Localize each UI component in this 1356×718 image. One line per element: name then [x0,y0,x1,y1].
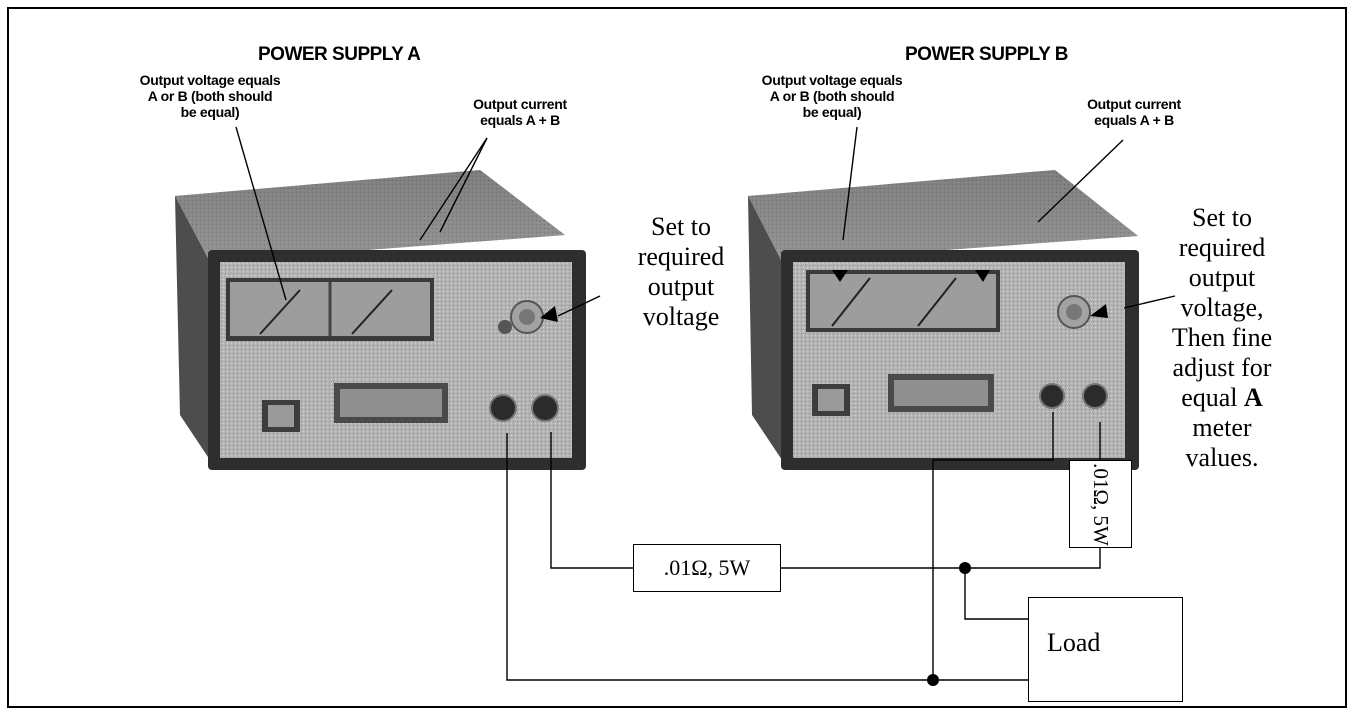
supply-b-voltage-note: Output voltage equals A or B (both shoul… [761,72,903,120]
junction-dot-negative [927,674,939,686]
power-supply-a-unit [175,170,586,470]
junction-dot-positive [959,562,971,574]
power-supply-b-title: POWER SUPPLY B [905,44,1069,65]
resistor-b: .01Ω, 5W [1069,460,1132,548]
supply-a-voltage-note: Output voltage equals A or B (both shoul… [139,72,281,120]
supply-a-adjust-note: Set to required output voltage [637,212,725,331]
wiring [506,412,1101,681]
power-supply-a-title: POWER SUPPLY A [258,44,421,65]
supply-b-adjust-note-bold: A [1244,383,1263,412]
load-box: Load [1028,597,1183,702]
resistor-a-label: .01Ω, 5W [663,555,751,580]
leader-lines [235,126,1176,317]
resistor-b-label: .01Ω, 5W [1089,462,1113,546]
supply-b-adjust-note-main: Set to required output voltage, Then fin… [1171,203,1273,412]
supply-b-adjust-note: Set to required output voltage, Then fin… [1162,203,1282,473]
resistor-a: .01Ω, 5W [633,544,781,592]
supply-b-adjust-note-tail: meter values. [1185,413,1259,472]
power-supply-b-unit [748,170,1139,470]
supply-b-current-note: Output current equals A + B [1087,96,1181,128]
load-label: Load [1047,628,1101,657]
supply-a-current-note: Output current equals A + B [473,96,567,128]
